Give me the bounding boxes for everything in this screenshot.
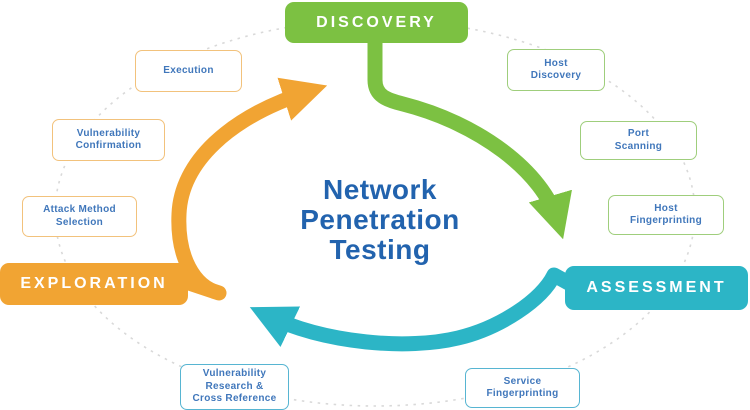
step-port-scanning: Port Scanning (580, 121, 697, 160)
phase-assessment: ASSESSMENT (565, 266, 748, 310)
step-port-scanning-label: Port Scanning (614, 128, 663, 152)
step-attack-method-selection: Attack Method Selection (22, 196, 137, 237)
step-host-discovery: Host Discovery (507, 49, 605, 91)
step-service-fingerprinting-label: Service Fingerprinting (486, 375, 559, 400)
phase-exploration: EXPLORATION (0, 263, 188, 305)
step-execution-label: Execution (163, 64, 214, 76)
step-execution: Execution (135, 50, 242, 92)
arrow-exploration-to-discovery (171, 77, 328, 301)
arrow-discovery-to-assessment (367, 38, 572, 240)
phase-discovery-label: DISCOVERY (316, 13, 437, 31)
step-host-fingerprinting: Host Fingerprinting (608, 195, 724, 235)
step-vulnerability-confirmation: Vulnerability Confirmation (52, 119, 165, 161)
step-vulnerability-confirmation-label: Vulnerability Confirmation (75, 127, 142, 152)
arrow-assessment-to-exploration (249, 267, 598, 352)
phase-exploration-label: EXPLORATION (20, 275, 168, 292)
step-vulnerability-research-label: Vulnerability Research & Cross Reference (192, 368, 277, 405)
diagram-title: Network Penetration Testing (300, 174, 460, 265)
step-attack-method-selection-label: Attack Method Selection (43, 204, 116, 228)
step-host-fingerprinting-label: Host Fingerprinting (630, 202, 702, 227)
step-vulnerability-research: Vulnerability Research & Cross Reference (180, 364, 289, 410)
step-host-discovery-label: Host Discovery (530, 57, 582, 82)
phase-assessment-label: ASSESSMENT (586, 279, 727, 296)
step-service-fingerprinting: Service Fingerprinting (465, 368, 580, 408)
phase-discovery: DISCOVERY (285, 2, 468, 43)
